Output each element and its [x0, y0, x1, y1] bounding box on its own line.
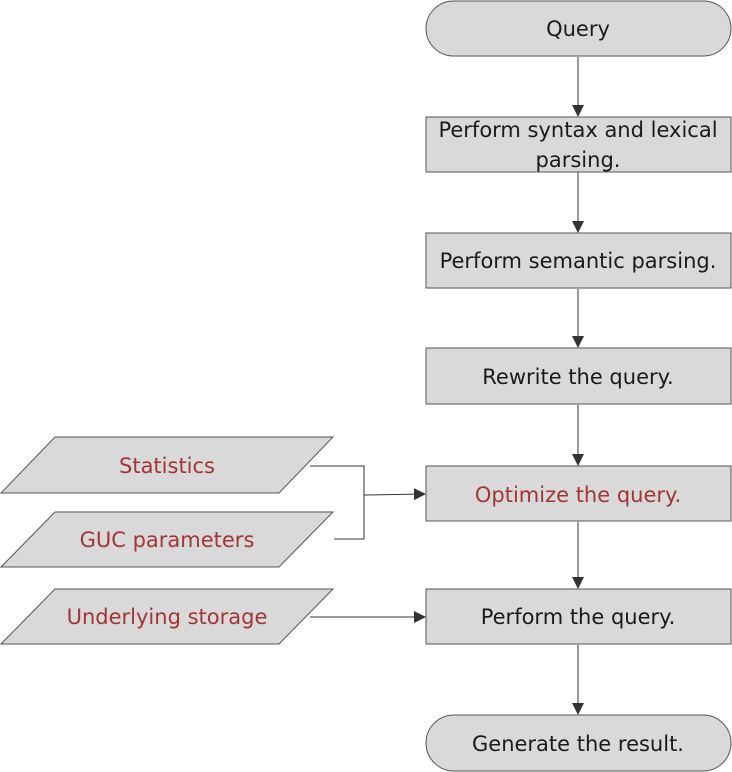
node-rewrite-query: Rewrite the query.	[425, 347, 732, 405]
node-query-start-label: Query	[546, 17, 610, 41]
node-query-start: Query	[425, 0, 732, 57]
node-optimize-query-label: Optimize the query.	[475, 483, 681, 507]
node-optimize-query: Optimize the query.	[425, 465, 732, 522]
node-semantic-parsing: Perform semantic parsing.	[425, 232, 732, 289]
node-syntax-parsing: Perform syntax and lexical parsing.	[425, 116, 732, 173]
input-guc-parameters: GUC parameters	[0, 511, 335, 568]
input-statistics-label: Statistics	[119, 454, 215, 478]
node-generate-result-label: Generate the result.	[472, 732, 684, 756]
input-guc-parameters-label: GUC parameters	[80, 528, 255, 552]
node-syntax-parsing-label-line1: Perform syntax and lexical	[438, 118, 717, 142]
input-statistics: Statistics	[0, 436, 335, 494]
node-generate-result: Generate the result.	[425, 714, 732, 772]
node-perform-query: Perform the query.	[425, 588, 732, 645]
node-semantic-parsing-label: Perform semantic parsing.	[440, 249, 717, 273]
edge-statistics-bracket	[310, 465, 365, 540]
node-perform-query-label: Perform the query.	[481, 605, 676, 629]
input-underlying-storage-label: Underlying storage	[67, 605, 268, 629]
edge-inputs-to-optimize	[363, 488, 426, 501]
input-edges	[310, 465, 426, 623]
input-underlying-storage: Underlying storage	[0, 588, 335, 645]
node-syntax-parsing-label-line2: parsing.	[536, 148, 621, 172]
node-rewrite-query-label: Rewrite the query.	[482, 365, 673, 389]
